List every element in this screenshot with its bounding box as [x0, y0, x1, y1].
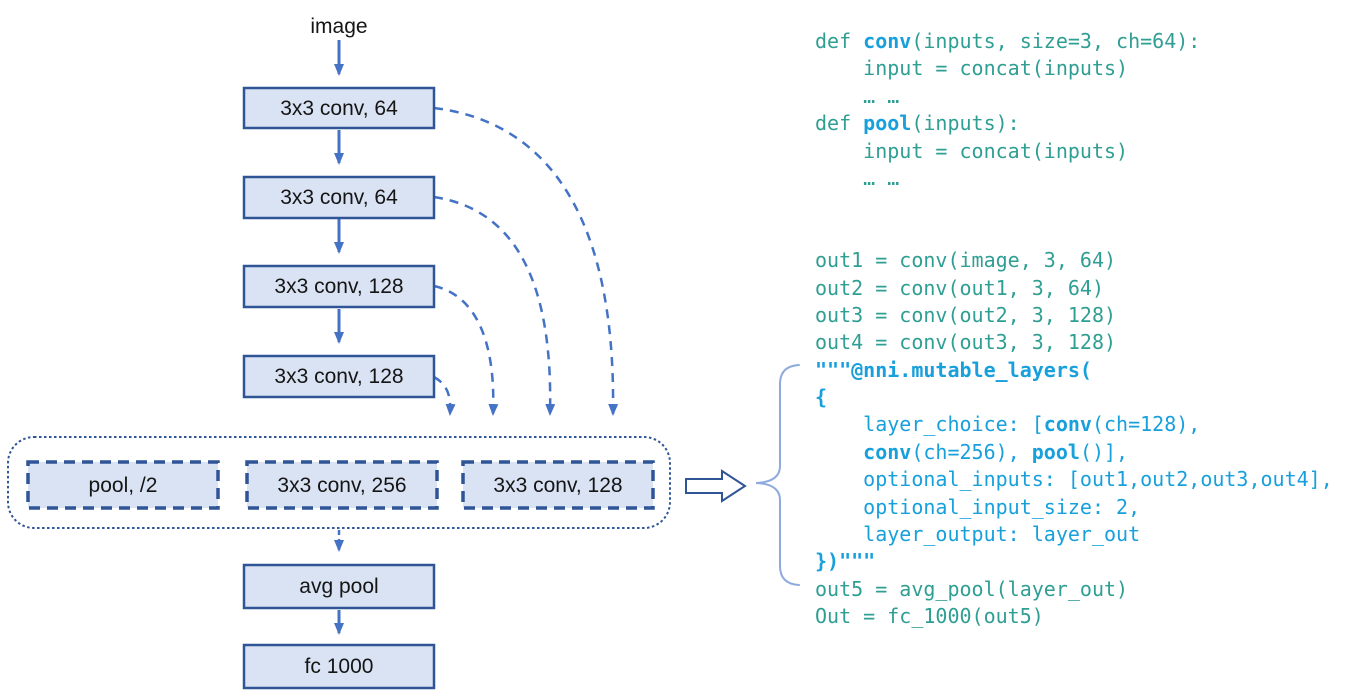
code-segment: input = concat(inputs): [815, 56, 1129, 81]
mutable-layer-container: [7, 436, 671, 529]
conv2-box-label: 3x3 conv, 64: [280, 186, 398, 209]
code-segment: })""": [815, 549, 876, 574]
skip-connection-conv1: [433, 106, 619, 416]
code-segment: out4 = conv(out3, 3, 128): [815, 330, 1117, 355]
code-segment: optional_inputs: [out1,out2,out3,out4],: [815, 467, 1333, 492]
code-segment: (ch=128),: [1091, 412, 1201, 437]
code-line: conv(ch=256), pool()],: [815, 439, 1333, 466]
code-line: layer_choice: [conv(ch=128),: [815, 411, 1333, 438]
code-line: def conv(inputs, size=3, ch=64):: [815, 28, 1333, 55]
conv2-box: [242, 175, 436, 220]
code-segment: conv: [863, 29, 912, 53]
code-segment: layer_choice: [: [815, 412, 1044, 437]
avgpool-box: [242, 563, 436, 610]
code-line: input = concat(inputs): [815, 138, 1333, 165]
code-segment: (inputs):: [911, 111, 1020, 136]
code-line: layer_output: layer_out: [815, 521, 1333, 548]
code-line: [815, 220, 1333, 247]
conv4-box-label: 3x3 conv, 128: [274, 365, 403, 388]
code-segment: ()],: [1079, 439, 1129, 464]
code-segment: def: [815, 111, 864, 136]
code-segment: {: [815, 385, 828, 410]
code-segment: pool: [863, 111, 912, 136]
fc-box-label: fc 1000: [305, 655, 374, 678]
code-segment: layer_output: layer_out: [815, 522, 1141, 547]
code-line: input = concat(inputs): [815, 55, 1333, 82]
code-segment: … …: [815, 83, 900, 108]
skip-connection-conv2: [433, 195, 556, 416]
code-segment: [815, 440, 863, 464]
code-segment: optional_input_size: 2,: [815, 494, 1141, 519]
code-segment: conv: [1043, 412, 1092, 437]
code-line: })""": [815, 548, 1333, 575]
code-segment: out3 = conv(out2, 3, 128): [815, 302, 1117, 327]
conv3-box: [242, 264, 436, 309]
input-image-label: image: [310, 15, 367, 38]
code-segment: … …: [815, 165, 900, 190]
conv1-box: [242, 86, 436, 130]
architecture-diagram: image 3x3 conv, 64 3x3 conv, 64 3x3 conv…: [7, 15, 800, 690]
code-line: … …: [815, 83, 1333, 110]
code-segment: (ch=256),: [911, 439, 1032, 464]
code-segment: input = concat(inputs): [815, 138, 1129, 163]
code-line: out5 = avg_pool(layer_out): [815, 576, 1333, 603]
conv1-box-label: 3x3 conv, 64: [280, 97, 398, 120]
code-segment: pool: [1031, 439, 1080, 464]
code-brace: [755, 364, 800, 586]
code-segment: def: [815, 29, 864, 53]
code-line: out2 = conv(out1, 3, 64): [815, 275, 1333, 302]
code-line: optional_input_size: 2,: [815, 494, 1333, 521]
transform-arrow-icon: [685, 469, 747, 503]
code-line: """@nni.mutable_layers(: [815, 357, 1333, 384]
code-segment: conv: [863, 439, 912, 464]
code-line: out1 = conv(image, 3, 64): [815, 247, 1333, 274]
choice-conv128-box: [461, 460, 655, 510]
code-panel: def conv(inputs, size=3, ch=64): input =…: [815, 28, 1333, 631]
code-segment: (inputs, size=3, ch=64):: [911, 29, 1201, 53]
code-line: optional_inputs: [out1,out2,out3,out4],: [815, 466, 1333, 493]
skip-connection-conv4: [433, 375, 456, 416]
code-line: … …: [815, 165, 1333, 192]
code-line: {: [815, 384, 1333, 411]
skip-connection-conv3: [433, 284, 499, 416]
choice-conv256-box: [245, 460, 439, 510]
code-line: [815, 192, 1333, 219]
conv4-box: [242, 354, 436, 399]
code-segment: Out = fc_1000(out5): [815, 604, 1044, 629]
code-segment: out1 = conv(image, 3, 64): [815, 248, 1117, 273]
code-line: Out = fc_1000(out5): [815, 603, 1333, 630]
code-line: out4 = conv(out3, 3, 128): [815, 329, 1333, 356]
choice-conv128-label: 3x3 conv, 128: [493, 474, 622, 497]
code-segment: out5 = avg_pool(layer_out): [815, 576, 1129, 601]
choice-pool-label: pool, /2: [89, 474, 158, 497]
choice-conv256-label: 3x3 conv, 256: [277, 474, 406, 497]
code-line: out3 = conv(out2, 3, 128): [815, 302, 1333, 329]
code-line: def pool(inputs):: [815, 110, 1333, 137]
fc-box: [242, 643, 436, 690]
conv3-box-label: 3x3 conv, 128: [274, 275, 403, 298]
avgpool-box-label: avg pool: [299, 575, 378, 598]
code-segment: """@nni.mutable_layers(: [815, 357, 1092, 382]
choice-pool-box: [26, 460, 220, 510]
code-segment: out2 = conv(out1, 3, 64): [815, 275, 1104, 300]
